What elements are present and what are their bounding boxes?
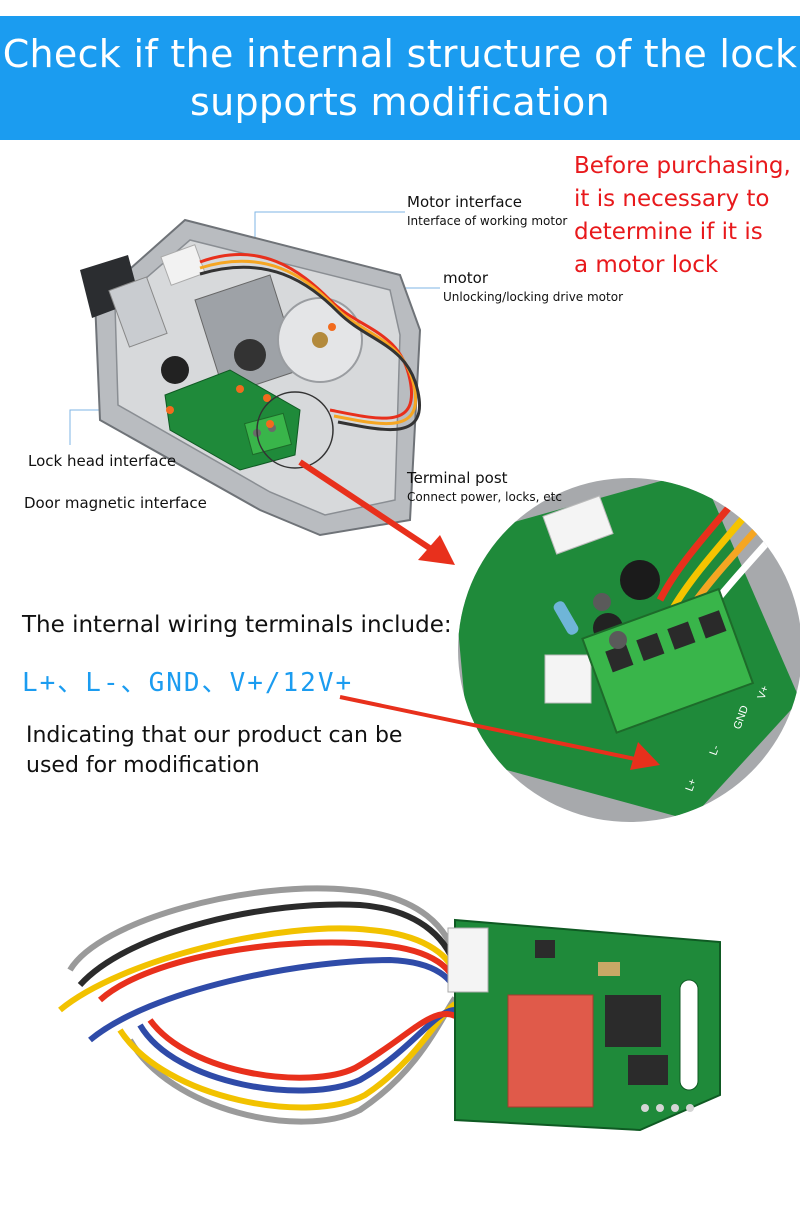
wiring-heading: The internal wiring terminals include:: [22, 612, 452, 638]
modification-conclusion: Indicating that our product can be used …: [26, 723, 403, 778]
motor-interface-desc: Interface of working motor: [407, 214, 568, 228]
callout-terminal-post: Terminal post Connect power, locks, etc: [407, 468, 562, 506]
door-magnetic-interface-label: Door magnetic interface: [24, 494, 207, 512]
terminals-arrow: [339, 695, 660, 770]
terminal-label-l-plus: L+: [684, 777, 700, 793]
wired-module-image: [58, 885, 721, 1132]
motor-desc: Unlocking/locking drive motor: [443, 290, 623, 304]
lock-head-interface-label: Lock head interface: [28, 452, 177, 470]
motor-interface-title: Motor interface: [407, 193, 523, 211]
header-banner: Check if the internal structure of the l…: [0, 16, 800, 140]
terminal-post-title: Terminal post: [407, 469, 508, 487]
motor-lock-note: Before purchasing, it is necessary to de…: [574, 153, 791, 278]
wiring-terminals: L+、L-、GND、V+/12V+: [22, 668, 354, 698]
zoom-arrow: [298, 459, 455, 565]
terminal-post-desc: Connect power, locks, etc: [407, 490, 562, 504]
terminal-zoom-image: [458, 478, 800, 822]
callout-motor: motor Unlocking/locking drive motor: [443, 268, 623, 306]
callout-motor-interface: Motor interface Interface of working mot…: [407, 192, 567, 230]
lock-image: [80, 218, 422, 537]
terminal-label-l-minus: L-: [708, 743, 723, 757]
motor-title: motor: [443, 269, 489, 287]
terminal-label-v-plus: V+: [756, 684, 772, 701]
banner-title: Check if the internal structure of the l…: [2, 32, 798, 124]
